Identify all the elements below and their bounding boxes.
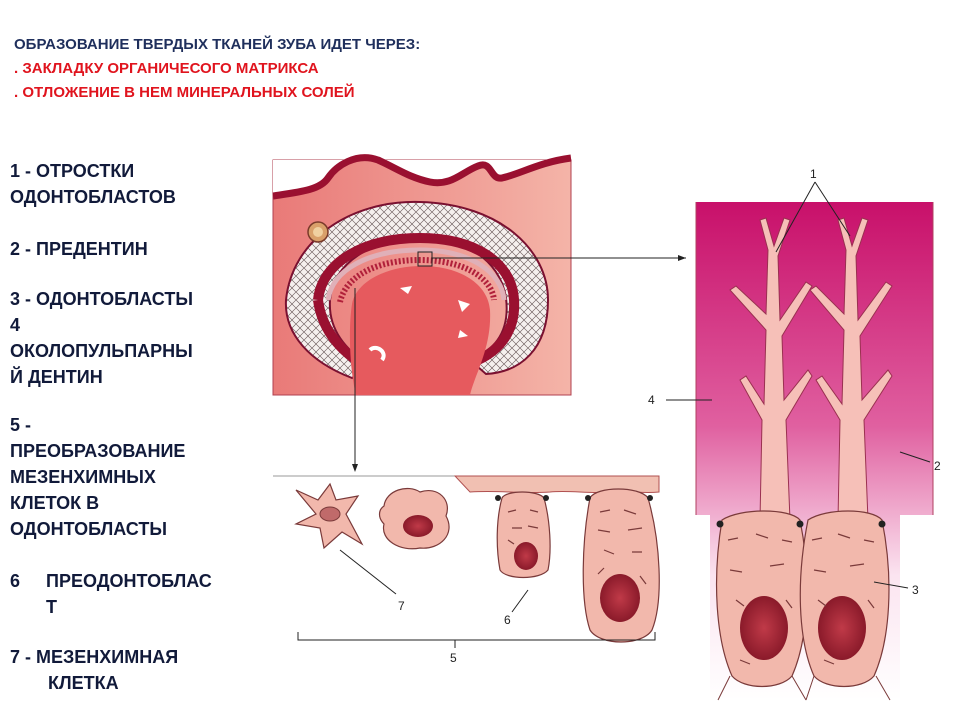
legend-text: Й ДЕНТИН bbox=[10, 367, 103, 387]
legend-text: 2 - ПРЕДЕНТИН bbox=[10, 239, 148, 259]
arrow-head bbox=[352, 464, 358, 472]
cell-junctions bbox=[495, 495, 653, 501]
legend-text: КЛЕТКА bbox=[48, 673, 119, 693]
legend-num: 6 bbox=[10, 571, 21, 591]
cell-differentiation-row: 7 6 5 bbox=[273, 475, 660, 665]
legend-item-3: 3 - ОДОНТОБЛАСТЫ 4 ОКОЛОПУЛЬПАРНЫ Й ДЕНТ… bbox=[10, 286, 193, 390]
dentin-odontoblast-panel: 1 4 2 3 bbox=[648, 167, 941, 701]
title-line-3: . ОТЛОЖЕНИЕ В НЕМ МИНЕРАЛЬНЫХ СОЛЕЙ bbox=[14, 84, 355, 101]
arrow-head bbox=[678, 255, 686, 261]
figure-label-2: 2 bbox=[934, 459, 941, 473]
legend-text: 7 - МЕЗЕНХИМНАЯ bbox=[10, 647, 179, 667]
legend-item-7: 7 - МЕЗЕНХИМНАЯ КЛЕТКА bbox=[10, 644, 178, 696]
title-line-1: ОБРАЗОВАНИЕ ТВЕРДЫХ ТКАНЕЙ ЗУБА ИДЕТ ЧЕР… bbox=[14, 36, 421, 53]
tooth-germ-panel bbox=[272, 154, 572, 396]
odontoblast-processes bbox=[729, 217, 893, 521]
legend-text: МЕЗЕНХИМНЫХ bbox=[10, 467, 156, 487]
figure-label-4: 4 bbox=[648, 393, 655, 407]
figure-label-6: 6 bbox=[504, 613, 511, 627]
mesenchymal-cell bbox=[294, 482, 364, 550]
figure-label-5: 5 bbox=[450, 651, 457, 665]
legend-text: 3 - ОДОНТОБЛАСТЫ bbox=[10, 289, 193, 309]
legend-text: КЛЕТОК В bbox=[10, 493, 100, 513]
legend-text: 5 - bbox=[10, 415, 32, 435]
legend-text: 1 - ОТРОСТКИ bbox=[10, 161, 135, 181]
legend-text: 4 bbox=[10, 315, 21, 335]
young-odontoblast bbox=[582, 488, 660, 643]
odontoblast-bodies bbox=[715, 510, 890, 687]
preodontoblast-elongated bbox=[496, 491, 551, 579]
preodontoblast-round bbox=[378, 487, 450, 550]
legend-text: ОДОНТОБЛАСТОВ bbox=[10, 187, 176, 207]
legend-item-5: 5 - ПРЕОБРАЗОВАНИЕ МЕЗЕНХИМНЫХ КЛЕТОК В … bbox=[10, 412, 185, 542]
legend-text: ПРЕОДОНТОБЛАС bbox=[46, 571, 212, 591]
title-line-2: . ЗАКЛАДКУ ОРГАНИЧЕСОГО МАТРИКСА bbox=[14, 60, 319, 77]
legend-text: Т bbox=[46, 597, 57, 617]
legend-text: ОДОНТОБЛАСТЫ bbox=[10, 519, 167, 539]
figure-label-7: 7 bbox=[398, 599, 405, 613]
legend-item-2: 2 - ПРЕДЕНТИН bbox=[10, 236, 148, 262]
legend-text: ОКОЛОПУЛЬПАРНЫ bbox=[10, 341, 193, 361]
figure-label-1: 1 bbox=[810, 167, 817, 181]
slide-title: ОБРАЗОВАНИЕ ТВЕРДЫХ ТКАНЕЙ ЗУБА ИДЕТ ЧЕР… bbox=[14, 33, 420, 105]
cell-junctions-right bbox=[716, 520, 886, 528]
legend-text: ПРЕОБРАЗОВАНИЕ bbox=[10, 441, 186, 461]
figure-label-3: 3 bbox=[912, 583, 919, 597]
legend-item-1: 1 - ОТРОСТКИ ОДОНТОБЛАСТОВ bbox=[10, 158, 176, 210]
